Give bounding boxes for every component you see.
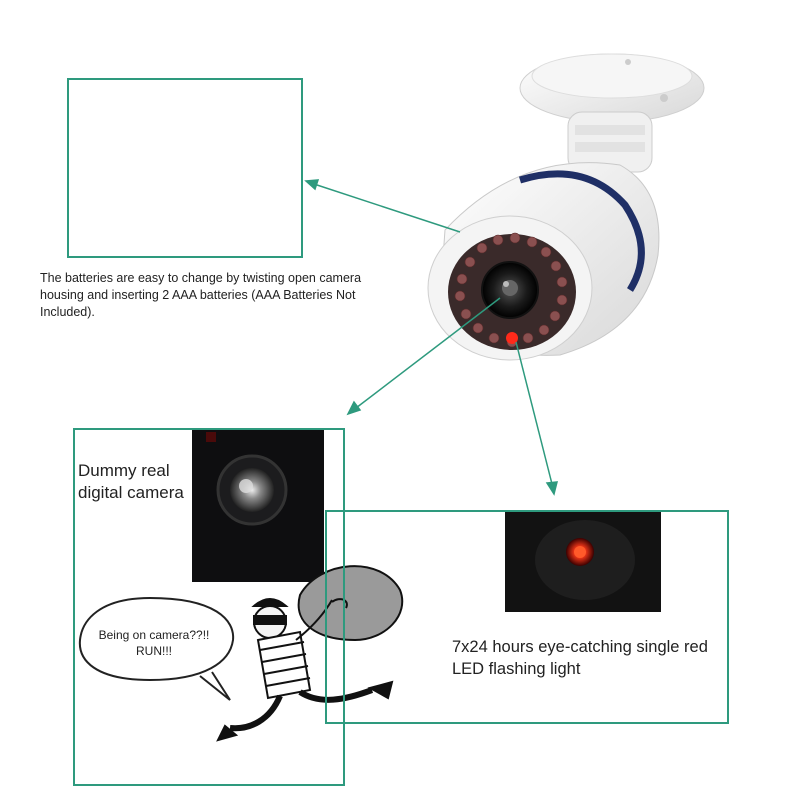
- dummy-camera-photo: [192, 430, 324, 582]
- speech-bubble-text: Being on camera??!! RUN!!!: [94, 627, 214, 659]
- led-photo: [505, 512, 661, 612]
- led-panel: [325, 510, 729, 724]
- running-thief-icon: [216, 565, 404, 742]
- bullet-camera-icon: [427, 53, 705, 361]
- dummy-camera-panel: [73, 428, 345, 786]
- speech-line-2: RUN!!!: [136, 644, 172, 658]
- speech-bubble: [78, 596, 235, 701]
- battery-caption: The batteries are easy to change by twis…: [40, 271, 362, 319]
- speech-line-1: Being on camera??!!: [98, 628, 210, 642]
- battery-panel: [67, 78, 303, 258]
- dummy-camera-caption: Dummy real digital camera: [78, 461, 184, 502]
- led-caption: 7x24 hours eye-catching single red LED f…: [452, 638, 708, 678]
- arrows: [304, 179, 558, 496]
